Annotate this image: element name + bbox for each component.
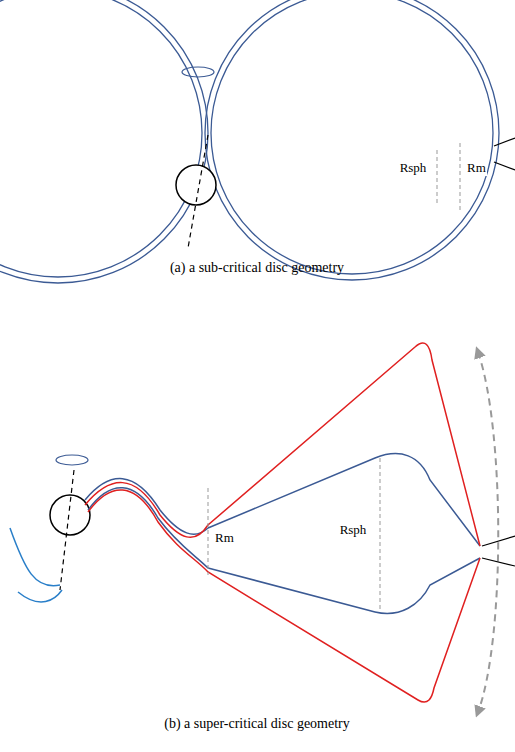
- radius-marker: [380, 458, 381, 612]
- central-object: [176, 165, 216, 205]
- spherical-outflow: [0, 0, 499, 283]
- radius-marker: [437, 150, 438, 205]
- spin-axis: [60, 470, 74, 590]
- jet-line: [482, 558, 515, 566]
- radius-marker: [460, 143, 461, 210]
- jet-line: [482, 536, 515, 546]
- radius-label: Rm: [214, 530, 235, 546]
- radius-label: Rsph: [339, 522, 368, 538]
- jet-line: [494, 138, 515, 146]
- spin-ring: [182, 67, 214, 77]
- radius-label: Rm: [466, 160, 487, 176]
- jet-line: [494, 162, 515, 170]
- radius-marker: [208, 488, 209, 575]
- outflow-arrow: [478, 352, 498, 712]
- disc-surfaces: [85, 343, 480, 702]
- figure-caption: (b) a super-critical disc geometry: [164, 716, 350, 732]
- spin-ring: [56, 455, 88, 465]
- spin-axis: [188, 135, 208, 248]
- inflow-streams: [10, 528, 62, 602]
- radius-label: Rsph: [399, 160, 428, 176]
- figure-caption: (a) a sub-critical disc geometry: [170, 260, 344, 276]
